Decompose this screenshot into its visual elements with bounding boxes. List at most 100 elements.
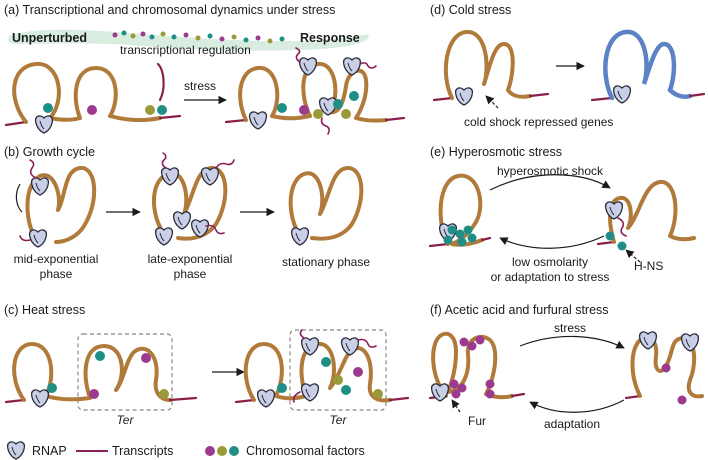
factor-teal [277,103,287,113]
rnap-icon [200,167,220,186]
transcript-line [617,217,627,237]
factor-purple [485,389,495,399]
dna-segment [156,62,165,102]
chromosome-acid-before [431,331,514,400]
factor-purple [485,379,495,389]
rnap-icon [28,229,48,248]
factor-purple [89,389,99,399]
panel-f: (f) Acetic acid and furfural stress Fur … [428,303,704,431]
transcript-line [19,235,31,242]
factor-teal [617,241,627,251]
factor-olive [159,389,169,399]
ter-label-after: Ter [330,413,348,427]
dna-end [596,240,616,246]
factor-teal [277,383,287,393]
factor-purple [459,337,469,347]
rnap-icon [680,333,700,352]
hyperosmotic-arrow [489,174,611,191]
transcript-line [299,329,305,339]
fur-label: Fur [468,414,486,428]
factor-olive [333,375,343,385]
factor-olive [373,389,383,399]
ter-box-after [289,329,387,411]
hns-pointer [625,249,641,263]
transcript-line [29,159,37,179]
factor-teal [447,225,457,235]
panel-d-title: (d) Cold stress [430,3,511,17]
factor-teal [333,99,343,109]
low-osmolarity-label-1: low osmolarity [512,255,588,269]
factor-teal [457,237,467,247]
factor-olive [341,109,351,119]
factor-purple [457,383,467,393]
factor-teal [157,105,167,115]
transcript-line [205,224,225,235]
fur-pointer [451,399,461,413]
cold-shock-annotation: cold shock repressed genes [464,115,613,129]
transcript-line [359,62,377,69]
adaptation-label: adaptation [544,417,600,431]
rotation-arrow [15,183,23,213]
panel-c: (c) Heat stress Ter Ter [4,303,410,427]
factor-olive [145,105,155,115]
transcriptional-regulation-label: transcriptional regulation [120,43,251,57]
response-label: Response [300,31,360,45]
legend-factor-teal [229,446,239,456]
chromosome-cold [443,30,532,100]
ter-box-before [77,333,173,411]
factor-teal [95,351,105,361]
rnap-icon [612,85,632,104]
late-exponential-label-2: phase [174,267,207,281]
factor-teal [43,103,53,113]
legend-rnap-icon [6,441,26,460]
factor-teal [47,383,57,393]
dna-end [4,398,26,404]
chromosome-cold-repressed [603,29,693,101]
stress-arrow-label: stress [184,79,216,93]
transcript-line [215,159,235,169]
ter-label-before: Ter [117,413,135,427]
factor-olive [313,109,323,119]
mid-exponential-label-1: mid-exponential [14,252,99,266]
rnap-icon [298,57,318,76]
factor-purple [299,105,309,115]
dna-end [4,120,28,127]
rnap-icon [172,211,192,230]
transcript-line [357,338,377,348]
rnap-icon [30,389,50,408]
legend-factor-olive [217,446,227,456]
mid-exponential-label-2: phase [40,267,73,281]
factor-purple [661,363,671,373]
panel-b-title: (b) Growth cycle [4,145,95,159]
factor-purple [475,335,485,345]
chromosome-hyperosmotic-before [438,173,484,247]
chromosome-unperturbed [12,62,162,124]
chromosome-hyperosmotic-after [608,180,696,244]
factor-teal [605,231,615,241]
rnap-icon [30,177,50,196]
unperturbed-label: Unperturbed [12,31,87,45]
factor-purple [451,389,461,399]
regulation-band [8,29,369,51]
transcript-line [292,391,301,403]
dna-end [528,92,550,98]
adaptation-arrow [529,399,625,413]
transcript-line [161,152,167,169]
regulation-dots [112,30,285,44]
panel-e: (e) Hyperosmotic stress hyperosmotic sho… [428,145,696,284]
panel-f-title: (f) Acetic acid and furfural stress [430,303,609,317]
rnap-icon [340,337,360,356]
rnap-icon [290,227,310,246]
low-osmolarity-label-2: or adaptation to stress [491,270,610,284]
dna-end [168,396,198,402]
rnap-icon [154,227,174,246]
annotation-pointer [485,95,499,109]
chromosome-response [238,62,388,123]
chromosome-heat-before [12,342,172,402]
dna-end [432,96,454,102]
transcript-line [320,117,330,135]
transcript-line [295,47,301,63]
panel-a: (a) Transcriptional and chromosomal dyna… [4,3,406,135]
stress-arrow-f [519,335,625,349]
